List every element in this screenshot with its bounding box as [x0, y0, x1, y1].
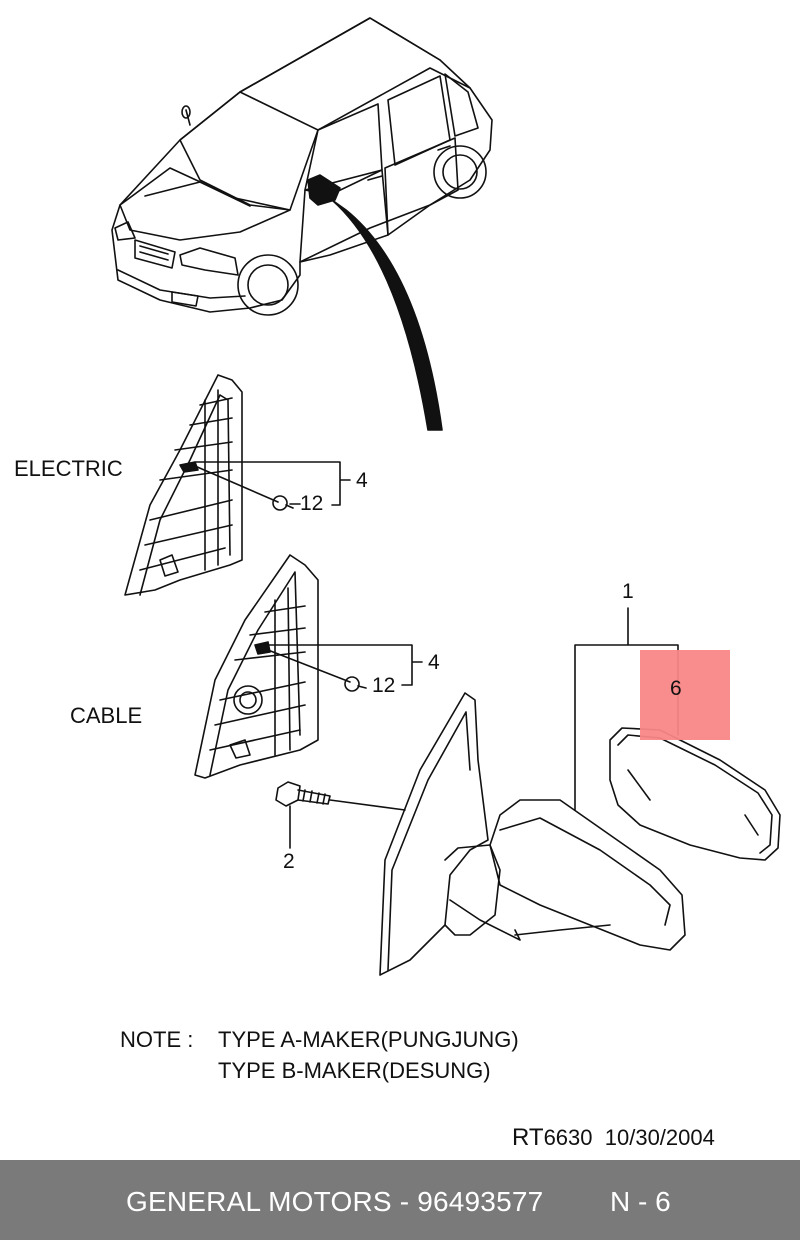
leader-lines-1-6 — [574, 607, 679, 811]
screw — [275, 781, 406, 849]
label-electric: ELECTRIC — [14, 456, 123, 481]
callout-12-top: 12 — [300, 492, 324, 515]
footer-page: N - 6 — [610, 1186, 671, 1217]
parts-diagram — [111, 17, 781, 976]
note-prefix: NOTE : — [120, 1027, 194, 1052]
callout-2: 2 — [283, 850, 295, 873]
callout-4-top: 4 — [356, 469, 368, 492]
footer-bar: GENERAL MOTORS - 96493577 N - 6 — [0, 1160, 800, 1240]
clip-12-bottom — [344, 676, 367, 692]
drawing-reference: RT6630 10/30/2004 — [512, 1124, 715, 1152]
car-illustration — [111, 17, 493, 316]
note-line-1: TYPE A-MAKER(PUNGJUNG) — [218, 1027, 519, 1052]
electric-bracket — [124, 374, 243, 596]
drawing-ref-date: 10/30/2004 — [604, 1125, 715, 1150]
clip-12-top — [272, 495, 294, 511]
label-cable: CABLE — [70, 703, 143, 728]
cable-bracket — [194, 554, 319, 779]
leader-lines-bottom — [267, 644, 423, 686]
highlight-item-6 — [640, 650, 730, 740]
callout-1: 1 — [622, 580, 634, 603]
mirror-glass — [609, 727, 781, 861]
footer-part-info: GENERAL MOTORS - 96493577 — [126, 1186, 544, 1217]
leader-lines-top — [194, 461, 351, 506]
callout-6: 6 — [670, 677, 682, 700]
pointer-arrow — [331, 199, 443, 431]
note-line-2: TYPE B-MAKER(DESUNG) — [218, 1058, 491, 1083]
drawing-ref-prefix: RT — [512, 1124, 544, 1151]
drawing-ref-number: 6630 — [543, 1125, 593, 1150]
mirror-housing — [379, 692, 686, 976]
callout-4-bottom: 4 — [428, 651, 440, 674]
callout-12-bottom: 12 — [372, 674, 396, 697]
